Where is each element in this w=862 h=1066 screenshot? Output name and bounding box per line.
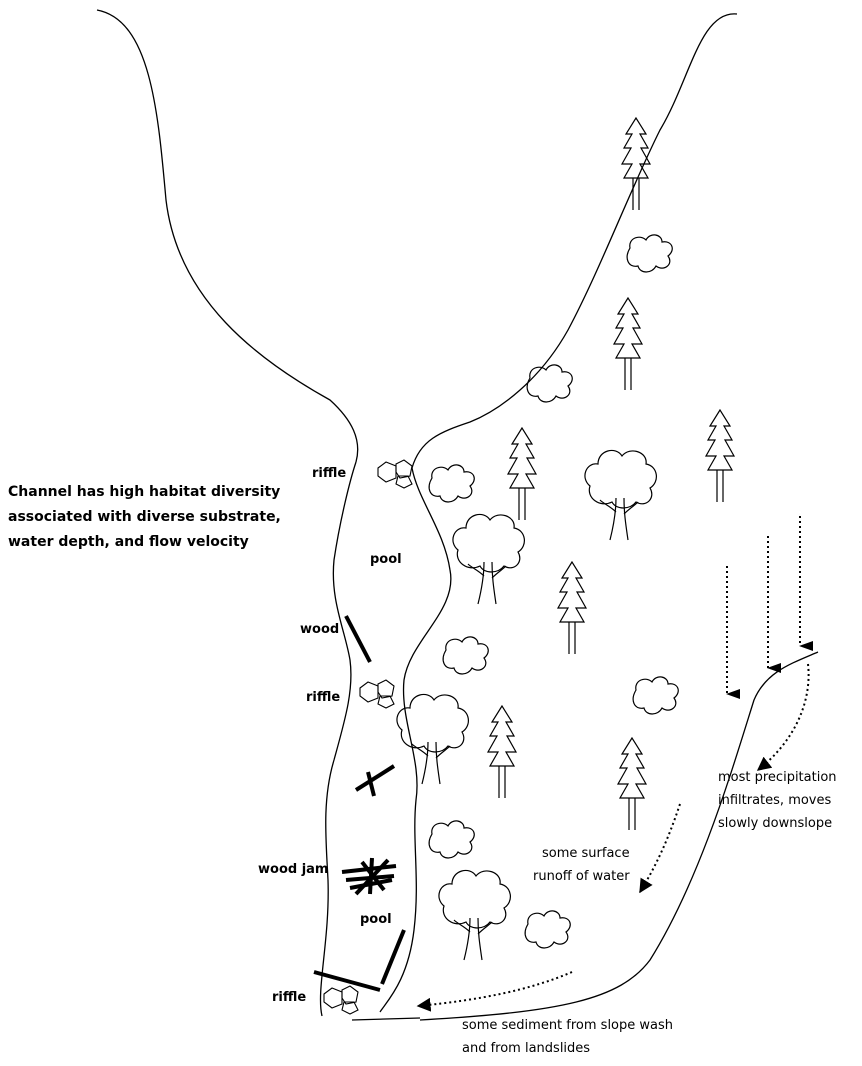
sediment-note: some sediment from slope wash and from l… <box>462 1014 673 1060</box>
note-line: Channel has high habitat diversity <box>8 480 281 505</box>
infiltration-arrow <box>758 664 809 770</box>
shrub <box>627 235 672 272</box>
label-riffle-middle: riffle <box>306 690 340 705</box>
channel-bottom <box>352 1018 420 1020</box>
broadleaf-tree <box>585 450 656 540</box>
runoff-note: some surface runoff of water <box>533 842 630 888</box>
note-line: water depth, and flow velocity <box>8 530 281 555</box>
broadleaf-tree <box>453 514 524 604</box>
channel-left-bank <box>320 462 356 1016</box>
precipitation-line: slowly downslope <box>718 812 837 835</box>
broadleaf-tree <box>439 870 510 960</box>
valley-wall-right <box>412 14 737 468</box>
conifer-tree <box>508 428 536 520</box>
shrub <box>527 365 572 402</box>
riffle-rocks-bottom <box>324 986 358 1014</box>
habitat-diversity-note: Channel has high habitat diversity assoc… <box>8 480 281 555</box>
precipitation-note: most precipitation infiltrates, moves sl… <box>718 766 837 835</box>
label-pool-top: pool <box>370 552 402 567</box>
label-riffle-top: riffle <box>312 466 346 481</box>
label-riffle-bottom: riffle <box>272 990 306 1005</box>
conifer-tree <box>706 410 734 502</box>
note-line: associated with diverse substrate, <box>8 505 281 530</box>
precipitation-arrows <box>727 516 800 694</box>
conifer-tree <box>558 562 586 654</box>
precipitation-line: infiltrates, moves <box>718 789 837 812</box>
riffle-rocks-top <box>378 460 412 488</box>
shrub <box>633 677 678 714</box>
wood-piece <box>382 930 404 984</box>
sediment-line: and from landslides <box>462 1037 673 1060</box>
wood-jam-pile <box>342 858 396 894</box>
channel-right-bank <box>380 468 451 1012</box>
shrub <box>443 637 488 674</box>
shrub <box>429 465 474 502</box>
label-pool-bottom: pool <box>360 912 392 927</box>
shrub <box>525 911 570 948</box>
sediment-line: some sediment from slope wash <box>462 1014 673 1037</box>
label-wood: wood <box>300 622 339 637</box>
wood-piece <box>356 766 394 790</box>
hillslope-surface <box>420 652 818 1020</box>
conifer-tree <box>614 298 642 390</box>
sediment-arrow <box>418 972 572 1006</box>
shrub <box>429 821 474 858</box>
precipitation-line: most precipitation <box>718 766 837 789</box>
broadleaf-tree <box>397 694 468 784</box>
runoff-line: some surface <box>533 842 630 865</box>
label-wood-jam: wood jam <box>258 862 328 877</box>
conifer-tree <box>488 706 516 798</box>
riffle-rocks-middle <box>360 680 394 708</box>
conifer-tree <box>622 118 650 210</box>
valley-wall-left <box>97 10 358 462</box>
conifer-tree <box>618 738 646 830</box>
runoff-line: runoff of water <box>533 865 630 888</box>
runoff-arrow <box>640 804 680 892</box>
